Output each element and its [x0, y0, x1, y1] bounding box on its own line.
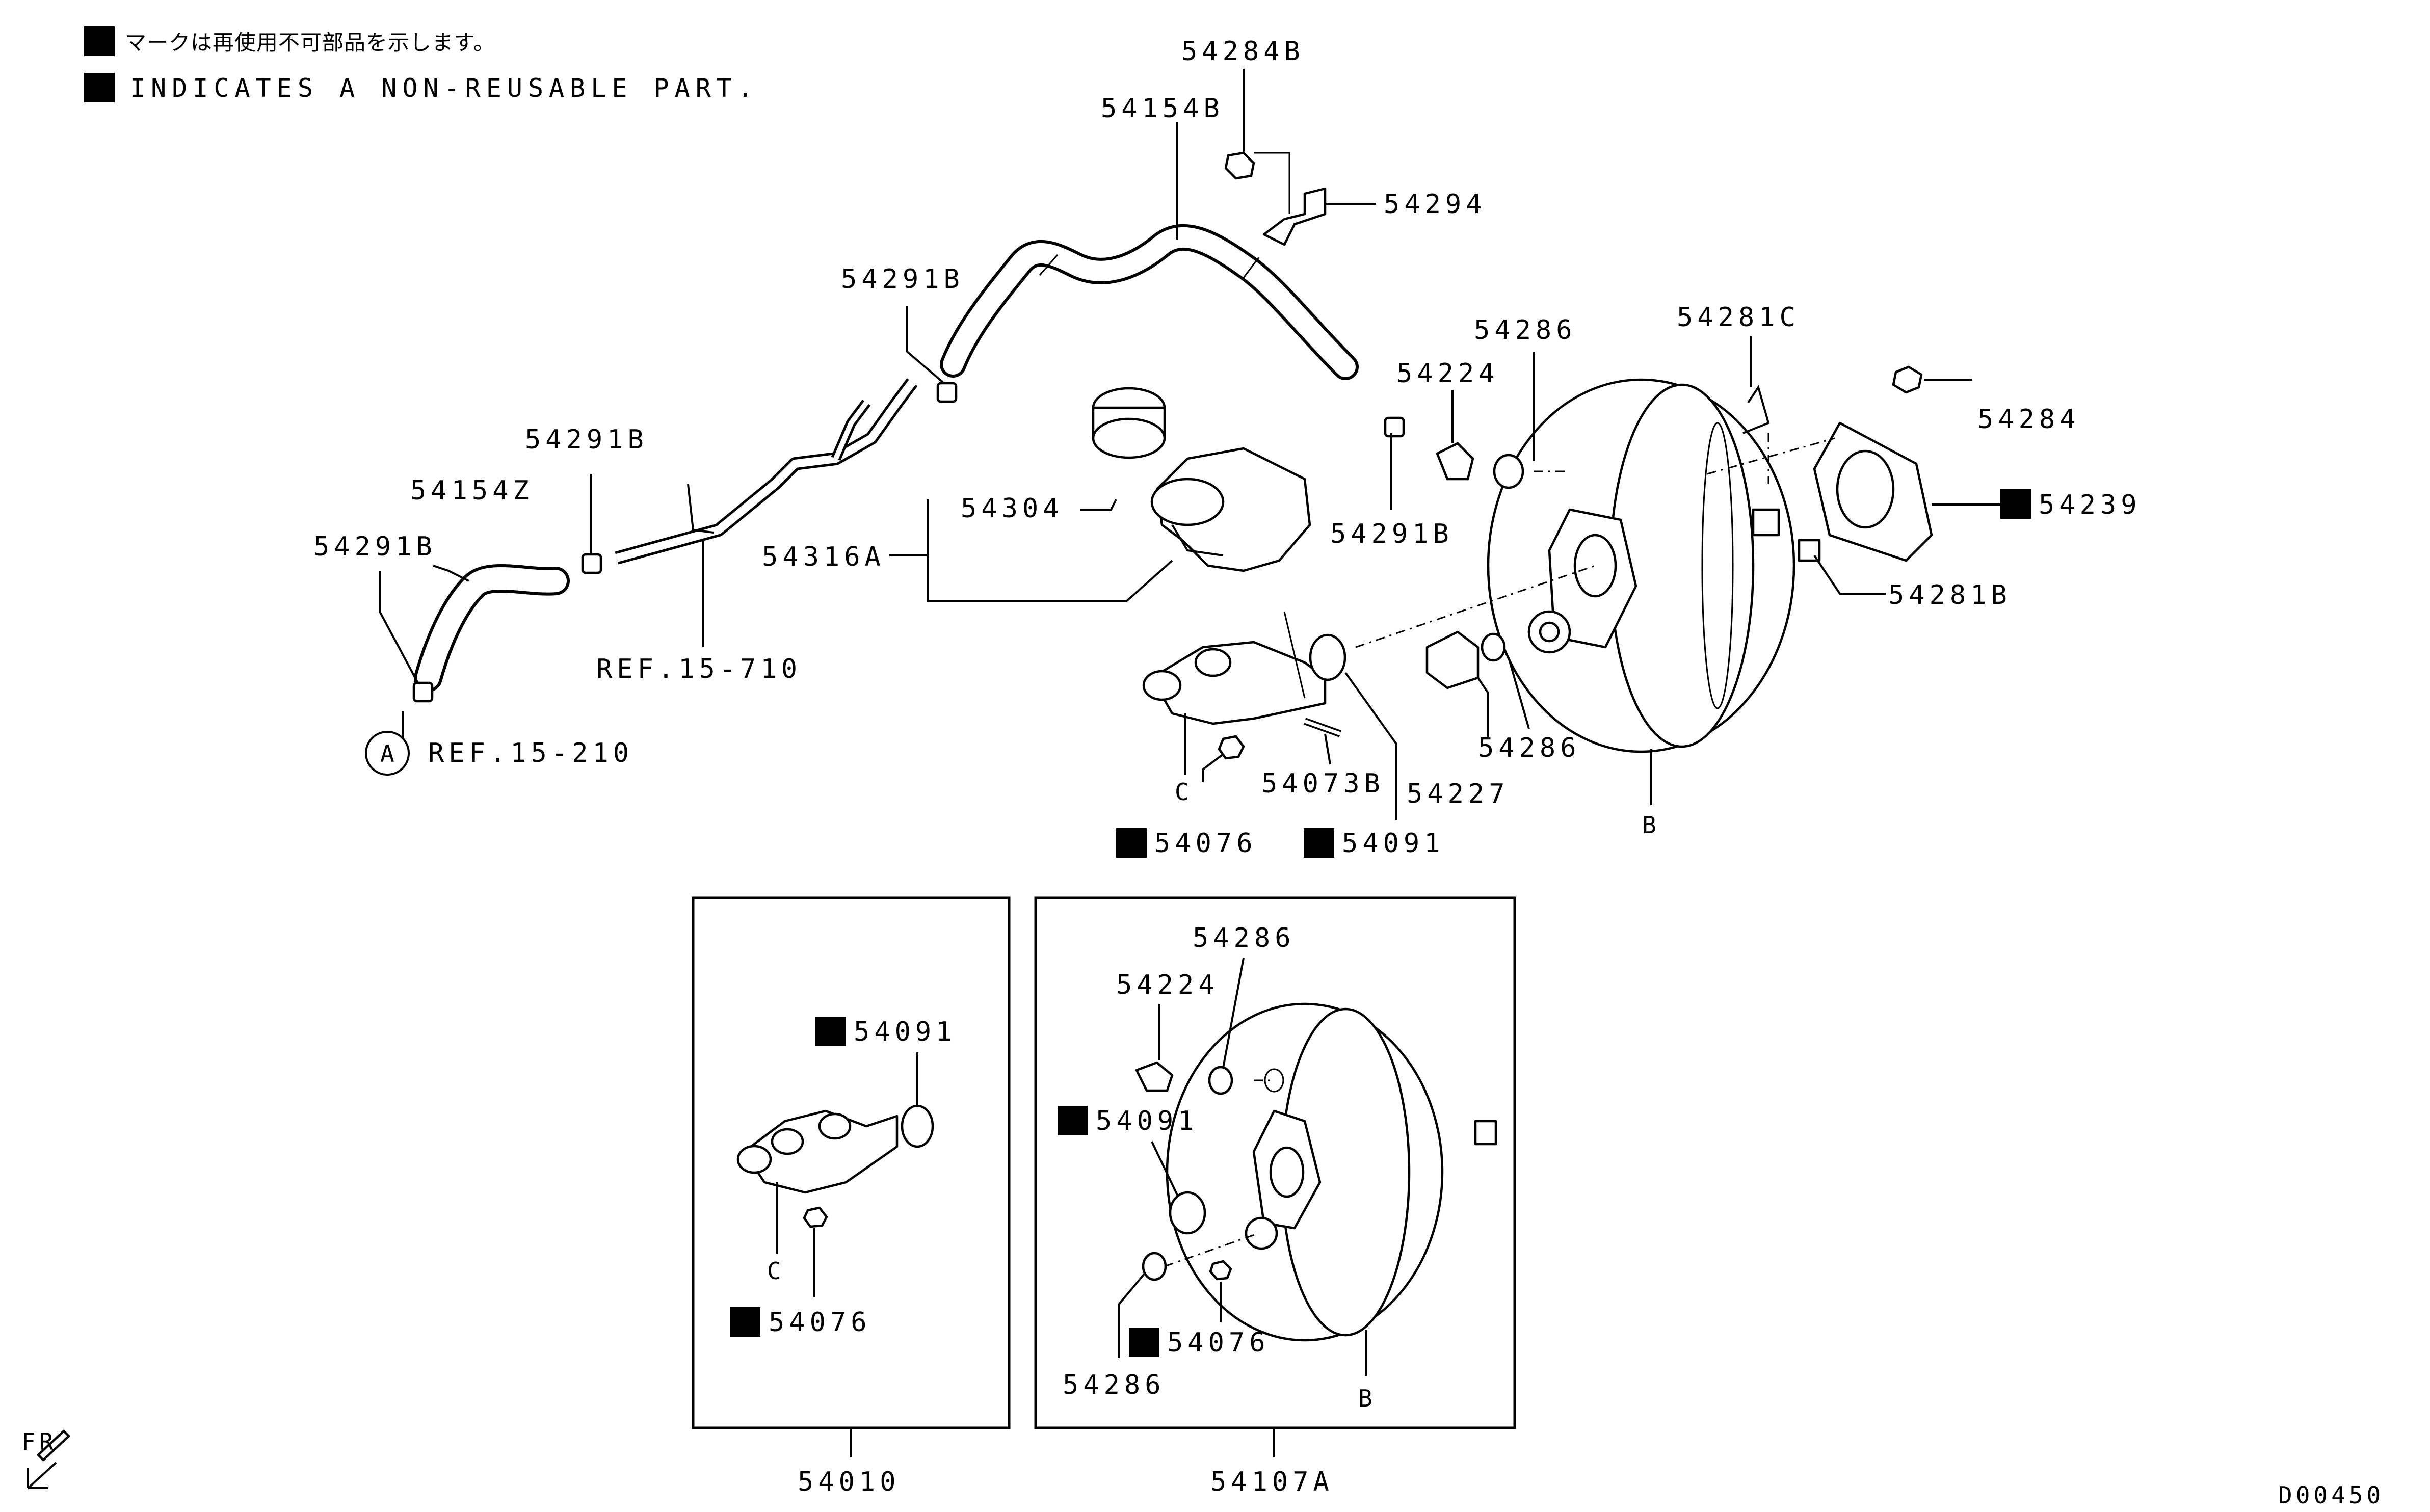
- n-square-icon: N: [2000, 489, 2031, 520]
- fr-label: FR: [21, 1428, 57, 1455]
- label-54286: 54286: [1063, 1370, 1166, 1400]
- n-square-icon: N: [1129, 1328, 1159, 1358]
- label-54291B: 54291B: [1330, 519, 1454, 549]
- label-54154B: 54154B: [1101, 93, 1224, 124]
- label-54076: 54076: [1154, 828, 1257, 859]
- svg-text:N: N: [90, 28, 105, 57]
- label-54073B: 54073B: [1261, 768, 1385, 799]
- assembly-box-54010: N 54091 C N 54076 54010: [692, 896, 1011, 1497]
- svg-text:N: N: [822, 1018, 837, 1047]
- circle-a-marker: A: [365, 731, 410, 776]
- legend: N マークは再使用不可部品を示します。 N INDICATES A NON-RE…: [84, 26, 758, 103]
- svg-text:A: A: [380, 740, 398, 767]
- svg-text:N: N: [2006, 490, 2022, 520]
- clamp: [936, 382, 958, 403]
- clamp: [1384, 416, 1405, 438]
- svg-text:N: N: [1122, 829, 1138, 859]
- label-54239: 54239: [2039, 490, 2142, 520]
- label-b: B: [1642, 811, 1660, 839]
- label-c: C: [767, 1257, 785, 1285]
- label-54304: 54304: [961, 493, 1064, 524]
- label-54281B: 54281B: [1888, 580, 2012, 611]
- label-54224: 54224: [1396, 358, 1499, 389]
- svg-text:N: N: [736, 1308, 751, 1338]
- label-b: B: [1358, 1385, 1376, 1412]
- label-54076: 54076: [1167, 1328, 1270, 1358]
- n-square-icon: N: [1304, 828, 1334, 859]
- clamp: [581, 553, 602, 574]
- svg-text:N: N: [1064, 1107, 1079, 1136]
- leader-lines: [379, 69, 2013, 820]
- brake-booster: [1355, 365, 1933, 753]
- label-54281C: 54281C: [1677, 302, 1800, 333]
- label-54286: 54286: [1474, 315, 1577, 346]
- label-54291B: 54291B: [841, 264, 964, 295]
- fr-arrow-icon: [27, 1429, 70, 1489]
- n-square-icon: N: [730, 1307, 760, 1338]
- label-c: C: [1175, 778, 1193, 806]
- svg-text:N: N: [1135, 1329, 1150, 1358]
- label-54284: 54284: [1977, 404, 2080, 435]
- label-54224: 54224: [1116, 970, 1219, 1000]
- n-square-icon: N: [1116, 828, 1147, 859]
- assembly-label-54107A: 54107A: [1210, 1467, 1334, 1497]
- n-square-icon: N: [815, 1017, 846, 1047]
- label-ref-15-710: REF.15-710: [596, 654, 802, 684]
- label-54286: 54286: [1478, 733, 1581, 763]
- label-54076: 54076: [769, 1307, 871, 1338]
- vacuum-hose-assembly: [412, 151, 1405, 703]
- diagram-code: D00450: [2278, 1481, 2384, 1509]
- reservoir-and-master-cylinder: [1092, 387, 1346, 760]
- label-54316A: 54316A: [762, 542, 885, 572]
- assembly-box-54107A: 54286 54224 N 54091 N 54076 54286 B 5410…: [1034, 896, 1516, 1497]
- label-54154Z: 54154Z: [410, 475, 534, 506]
- label-54091: 54091: [1096, 1106, 1199, 1136]
- n-square-icon: N: [84, 26, 115, 57]
- clamp: [412, 681, 434, 703]
- label-54091: 54091: [1342, 828, 1445, 859]
- label-54286: 54286: [1193, 923, 1296, 953]
- label-54091: 54091: [854, 1017, 957, 1047]
- label-ref-15-210: REF.15-210: [428, 738, 633, 768]
- label-54291B: 54291B: [313, 532, 437, 562]
- assembly-label-54010: 54010: [798, 1467, 901, 1497]
- n-square-icon: N: [84, 73, 115, 103]
- label-54294: 54294: [1384, 189, 1487, 220]
- label-54227: 54227: [1407, 779, 1510, 809]
- label-54291B: 54291B: [525, 425, 648, 455]
- label-54284B: 54284B: [1181, 36, 1305, 67]
- legend-japanese: マークは再使用不可部品を示します。: [125, 30, 495, 55]
- n-square-icon: N: [1058, 1106, 1088, 1136]
- svg-text:N: N: [90, 74, 105, 103]
- svg-text:N: N: [1310, 829, 1325, 859]
- legend-english: INDICATES A NON-REUSABLE PART.: [130, 73, 758, 103]
